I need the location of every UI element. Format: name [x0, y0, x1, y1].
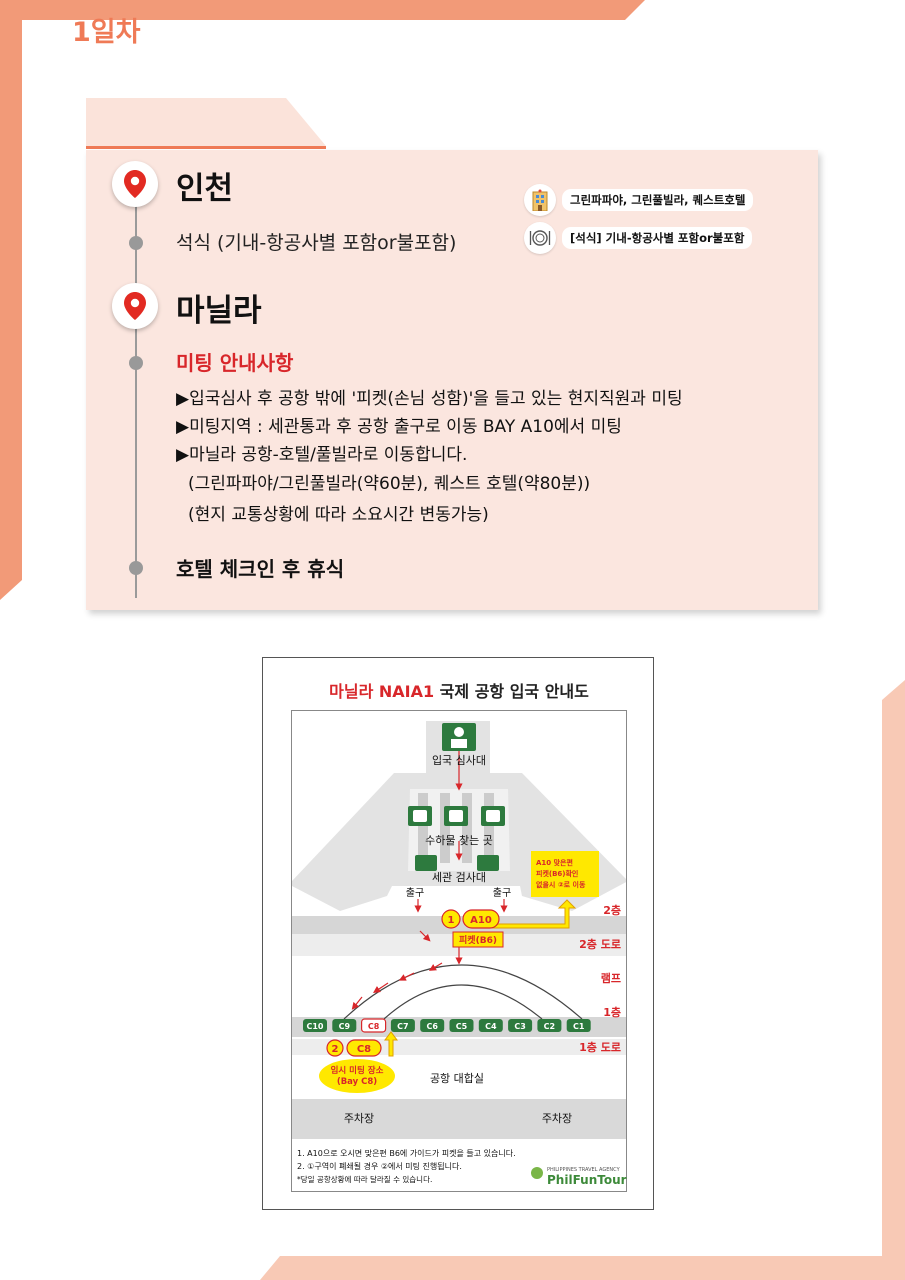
map-floor1: 1층: [603, 1005, 621, 1019]
itinerary-panel: [86, 150, 818, 610]
meal-info: [석식] 기내-항공사별 포함or불포함: [524, 222, 753, 254]
bay-label: C3: [514, 1022, 525, 1031]
map-c8: C8: [357, 1044, 371, 1055]
bay-label: C9: [339, 1022, 351, 1031]
meeting-line: ▶입국심사 후 공항 밖에 '피켓(손님 성함)'을 들고 있는 현지직원과 미…: [176, 389, 683, 409]
meal-text: 석식 (기내-항공사별 포함or불포함): [176, 232, 457, 254]
location-pin-icon: [112, 161, 158, 207]
meeting-line: ▶마닐라 공항-호텔/풀빌라로 이동합니다.: [176, 445, 468, 465]
stop-city-incheon: 인천: [176, 171, 234, 207]
hotel-checkin-text: 호텔 체크인 후 휴식: [176, 557, 345, 581]
map-note: 2. ①구역이 폐쇄될 경우 ②에서 미팅 진행됩니다.: [297, 1161, 462, 1171]
map-parking: 주차장: [344, 1112, 374, 1125]
map-title-rest: 국제 공항 입국 안내도: [434, 682, 589, 701]
bay-marker: [449, 1019, 474, 1032]
bay-marker: [537, 1019, 562, 1032]
bay-marker: [508, 1019, 533, 1032]
map-a10: A10: [470, 915, 492, 926]
map-baggage-label: 수하물 찾는 곳: [425, 833, 493, 847]
map-temp-meeting: (Bay C8): [337, 1077, 377, 1087]
meeting-title: 미팅 안내사항: [176, 351, 294, 375]
bay-marker: [390, 1019, 415, 1032]
bay-marker: [332, 1019, 357, 1032]
map-title-airport: 마닐라 NAIA1: [329, 682, 435, 701]
map-temp-meeting: 임시 미팅 장소: [331, 1065, 384, 1076]
meal-chip: [석식] 기내-항공사별 포함or불포함: [562, 227, 753, 249]
map-num-2: 2: [332, 1044, 339, 1055]
map-title: 마닐라 NAIA1 국제 공항 입국 안내도: [263, 678, 655, 702]
map-exit-label: 출구: [406, 887, 424, 899]
hotel-chip: 그린파파야, 그린풀빌라, 퀘스트호텔: [562, 189, 754, 211]
bay-label: C1: [573, 1022, 585, 1031]
timeline-dot: [129, 356, 143, 370]
bay-label: C4: [485, 1022, 497, 1031]
stop-city-manila: 마닐라: [176, 293, 262, 329]
timeline-line: [135, 180, 137, 598]
timeline-dot: [129, 236, 143, 250]
map-note-line: 없을시 ②로 이동: [536, 880, 586, 889]
map-num-1: 1: [448, 915, 455, 926]
bay-label: C5: [456, 1022, 468, 1031]
map-note-line: 피켓(B6)확인: [536, 869, 578, 878]
bay-label: C8: [368, 1022, 380, 1031]
meeting-line: ▶미팅지역 : 세관통과 후 공항 출구로 이동 BAY A10에서 미팅: [176, 417, 622, 437]
bay-label: C10: [306, 1022, 323, 1031]
bay-marker: [303, 1019, 327, 1032]
map-overlay: 입국 심사대 수하물 찾는 곳 세관 검사대 출구 출구 A10 맞은편 피켓(…: [291, 710, 627, 1192]
day-tab: [86, 98, 326, 149]
bay-marker: [360, 1018, 387, 1033]
day-label: 1일차: [72, 17, 141, 48]
bay-marker: [566, 1019, 591, 1032]
location-pin-icon: [112, 283, 158, 329]
map-customs-label: 세관 검사대: [432, 871, 486, 884]
hotel-building-icon: [524, 184, 556, 216]
meeting-line: (현지 교통상황에 따라 소요시간 변동가능): [188, 505, 489, 525]
bay-label: C7: [397, 1022, 408, 1031]
map-road2: 2층 도로: [579, 937, 621, 951]
meeting-line: (그린파파야/그린풀빌라(약60분), 퀘스트 호텔(약80분)): [188, 474, 591, 494]
map-ramp: 램프: [601, 971, 621, 985]
map-hall: 공항 대합실: [430, 1072, 484, 1085]
logo-tagline: PHILIPPINES TRAVEL AGENCY: [547, 1167, 621, 1173]
bay-marker: [478, 1019, 503, 1032]
map-floor2: 2층: [603, 903, 621, 917]
map-parking: 주차장: [542, 1112, 572, 1125]
map-immigration-label: 입국 심사대: [432, 754, 486, 767]
hotel-info: 그린파파야, 그린풀빌라, 퀘스트호텔: [524, 184, 754, 216]
bay-label: C2: [544, 1022, 555, 1031]
philfuntour-logo: PhilFunTour: [547, 1173, 627, 1187]
map-note: *당일 공항상황에 따라 달라질 수 있습니다.: [297, 1174, 432, 1184]
map-exit-label: 출구: [493, 887, 511, 899]
bay-label: C6: [426, 1022, 438, 1031]
bay-marker: [420, 1019, 445, 1032]
timeline-dot: [129, 561, 143, 575]
map-picket: 피켓(B6): [459, 934, 497, 946]
plate-cutlery-icon: [524, 222, 556, 254]
map-note: 1. A10으로 오시면 맞은편 B6에 가이드가 피켓을 들고 있습니다.: [297, 1148, 516, 1158]
map-road1: 1층 도로: [579, 1040, 621, 1054]
map-note-line: A10 맞은편: [536, 858, 573, 867]
